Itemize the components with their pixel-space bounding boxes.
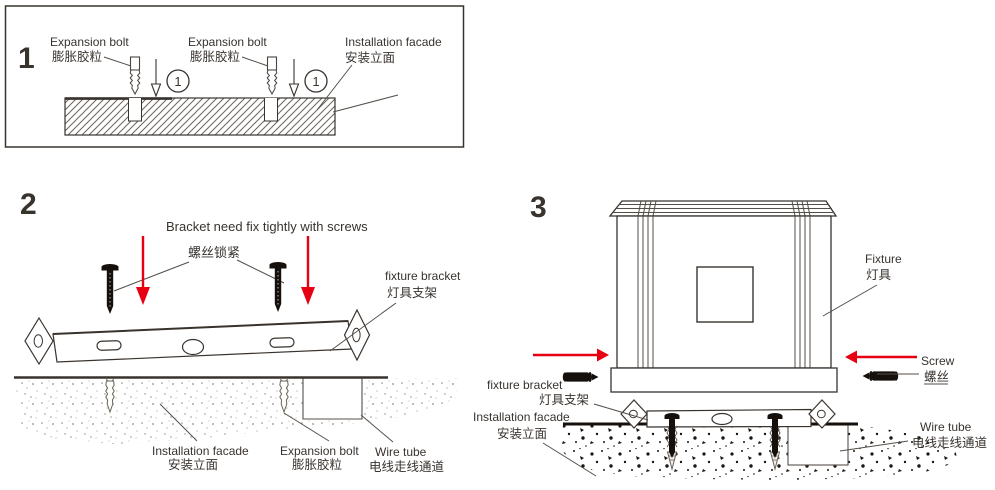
screw-icon: [269, 261, 287, 313]
press-down-arrow-icon: [136, 236, 150, 305]
expansion-bolt-label-zh: 膨胀胶粒: [190, 49, 240, 64]
screw-note-en: Bracket need fix tightly with screws: [166, 219, 368, 234]
bracket-slot: [96, 340, 122, 351]
wire-tube-label-zh: 电线走线通道: [912, 436, 988, 450]
installation-facade-label-en: Installation facade: [473, 410, 570, 424]
installation-facade-surface: [560, 425, 958, 480]
leader-line: [332, 94, 399, 113]
step-1-panel: 1 1 1 Expansion bolt 膨胀胶粒 Ex: [4, 5, 465, 148]
screw-note-zh: 螺丝锁紧: [188, 245, 240, 260]
fixture-label-zh: 灯具: [866, 268, 892, 282]
screw-icon: [862, 371, 899, 381]
wire-tube-label-en: Wire tube: [920, 420, 972, 434]
installation-facade-label-zh: 安装立面: [497, 426, 547, 441]
installation-facade-label-en: Installation facade: [345, 35, 442, 49]
step-1-number: 1: [18, 42, 35, 75]
wire-tube-label-zh: 电线走线通道: [369, 460, 445, 474]
expansion-bolt-label-zh: 膨胀胶粒: [52, 49, 102, 64]
facade-drill-hole: [128, 98, 142, 122]
expansion-bolt-label-zh: 膨胀胶粒: [292, 457, 342, 472]
press-down-arrow-icon: [301, 236, 315, 305]
fixture-center-window: [696, 266, 754, 323]
screw-icon: [562, 372, 599, 382]
svg-text:1: 1: [312, 74, 319, 89]
fixture-bracket-label-en: fixture bracket: [385, 269, 461, 283]
wire-tube-box: [787, 424, 849, 466]
leader-line: [360, 414, 394, 443]
fixture-bracket-drawing: [25, 310, 370, 364]
fixture-bracket-label-zh: 灯具支架: [387, 286, 437, 300]
leader-line: [159, 403, 198, 442]
expansion-bolt-icon: [266, 56, 278, 95]
installation-facade-label-zh: 安装立面: [168, 457, 218, 472]
down-arrow-icon: [288, 59, 300, 98]
installation-facade-surface: [13, 378, 458, 444]
push-left-arrow-icon: [845, 350, 917, 364]
bracket-diamond-end: [345, 310, 370, 360]
bracket-center-hole: [711, 412, 733, 426]
bracket-center-hole: [181, 338, 205, 356]
step-1-border: [4, 5, 465, 148]
installation-facade-label-zh: 安装立面: [345, 50, 395, 65]
leader-line: [316, 64, 353, 111]
step-3-number: 3: [530, 191, 547, 224]
facade-drill-hole: [264, 98, 278, 122]
leader-line: [113, 261, 190, 292]
down-arrow-icon: [150, 59, 162, 98]
sequence-badge: 1: [166, 69, 190, 93]
wire-tube-box: [302, 378, 363, 420]
leader-line: [839, 440, 909, 452]
fixture-base-plate: [610, 367, 838, 393]
sequence-badge: 1: [304, 69, 328, 93]
svg-text:1: 1: [174, 74, 181, 89]
wire-tube-label-en: Wire tube: [375, 445, 427, 459]
expansion-bolt-icon: [129, 56, 141, 95]
step-2-number: 2: [20, 188, 37, 221]
fixture-bracket-label-en: fixture bracket: [487, 378, 563, 392]
leader-line: [241, 56, 269, 67]
leader-line: [283, 412, 330, 442]
leader-line: [593, 403, 649, 421]
expansion-bolt-label-en: Expansion bolt: [188, 35, 267, 49]
fixture-bracket-label-zh: 灯具支架: [539, 393, 589, 407]
fixture-label-en: Fixture: [865, 252, 902, 266]
bracket-diamond-end: [25, 318, 53, 364]
fixture-drawing: [608, 200, 838, 393]
expansion-bolt-label-en: Expansion bolt: [280, 444, 359, 458]
step-2-panel: 2 Bracket need fix tightly with screws 螺…: [13, 188, 461, 474]
leader-line: [542, 442, 597, 477]
screw-icon: [101, 263, 119, 315]
step-3-panel: 3 Fixture 灯具: [473, 191, 988, 480]
leader-line: [329, 302, 397, 352]
screw-label-en: Screw: [921, 354, 955, 368]
bracket-slot: [269, 337, 295, 348]
fixture-bracket-drawing: [621, 400, 835, 428]
installation-facade-label-en: Installation facade: [152, 444, 249, 458]
push-right-arrow-icon: [533, 348, 609, 362]
expansion-bolt-label-en: Expansion bolt: [50, 35, 129, 49]
leader-line: [822, 284, 878, 317]
screw-label-zh: 螺丝: [924, 370, 949, 384]
leader-line: [103, 56, 132, 67]
facade-block: [64, 97, 336, 136]
